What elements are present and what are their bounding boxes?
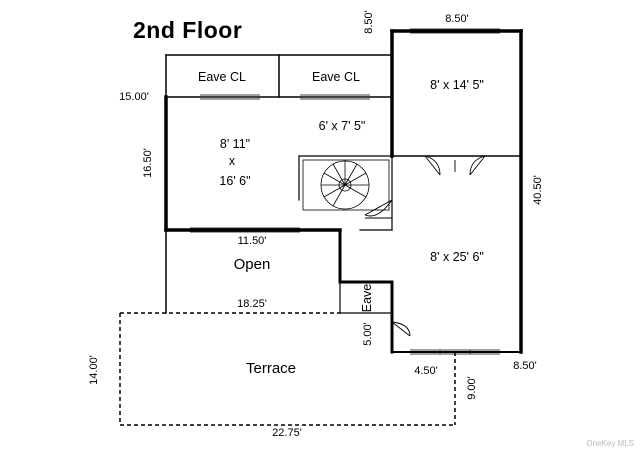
label-room-a-width: 8' 11" bbox=[220, 137, 250, 151]
dim-top-width: 8.50' bbox=[445, 13, 469, 25]
dim-terrace-bottom: 22.75' bbox=[272, 427, 302, 439]
label-room-a-x: x bbox=[229, 154, 236, 168]
walls bbox=[164, 29, 523, 354]
dim-right-height: 40.50' bbox=[532, 175, 544, 205]
label-room-d: 8' x 25' 6" bbox=[430, 250, 484, 264]
dim-left-width: 15.00' bbox=[119, 91, 149, 103]
label-room-c: 8' x 14' 5" bbox=[430, 78, 484, 92]
dim-bottom-right-width: 8.50' bbox=[513, 360, 537, 372]
label-eave-cl-1: Eave CL bbox=[198, 70, 246, 84]
spiral-staircase bbox=[302, 159, 390, 211]
dim-terrace-height: 14.00' bbox=[88, 355, 100, 385]
windows bbox=[190, 28, 500, 355]
dim-door-height: 5.00' bbox=[362, 322, 374, 346]
label-room-b: 6' x 7' 5" bbox=[319, 119, 366, 133]
watermark: OneKey MLS bbox=[586, 439, 634, 448]
label-room-a-length: 16' 6" bbox=[219, 174, 250, 188]
dim-terrace-side: 9.00' bbox=[466, 376, 478, 400]
terrace-outline bbox=[119, 312, 456, 426]
floor-title: 2nd Floor bbox=[133, 17, 242, 43]
doors bbox=[364, 155, 486, 337]
label-eave-cl-2: Eave CL bbox=[312, 70, 360, 84]
label-terrace: Terrace bbox=[246, 360, 296, 377]
dim-open-width: 11.50' bbox=[238, 235, 267, 247]
dim-terrace-top: 18.25' bbox=[237, 298, 267, 310]
dim-left-height: 16.50' bbox=[142, 148, 154, 178]
label-open: Open bbox=[234, 256, 271, 273]
dim-terrace-step: 4.50' bbox=[414, 365, 438, 377]
dim-top-left-vertical: 8.50' bbox=[363, 10, 375, 34]
label-eave: Eave bbox=[360, 284, 374, 313]
